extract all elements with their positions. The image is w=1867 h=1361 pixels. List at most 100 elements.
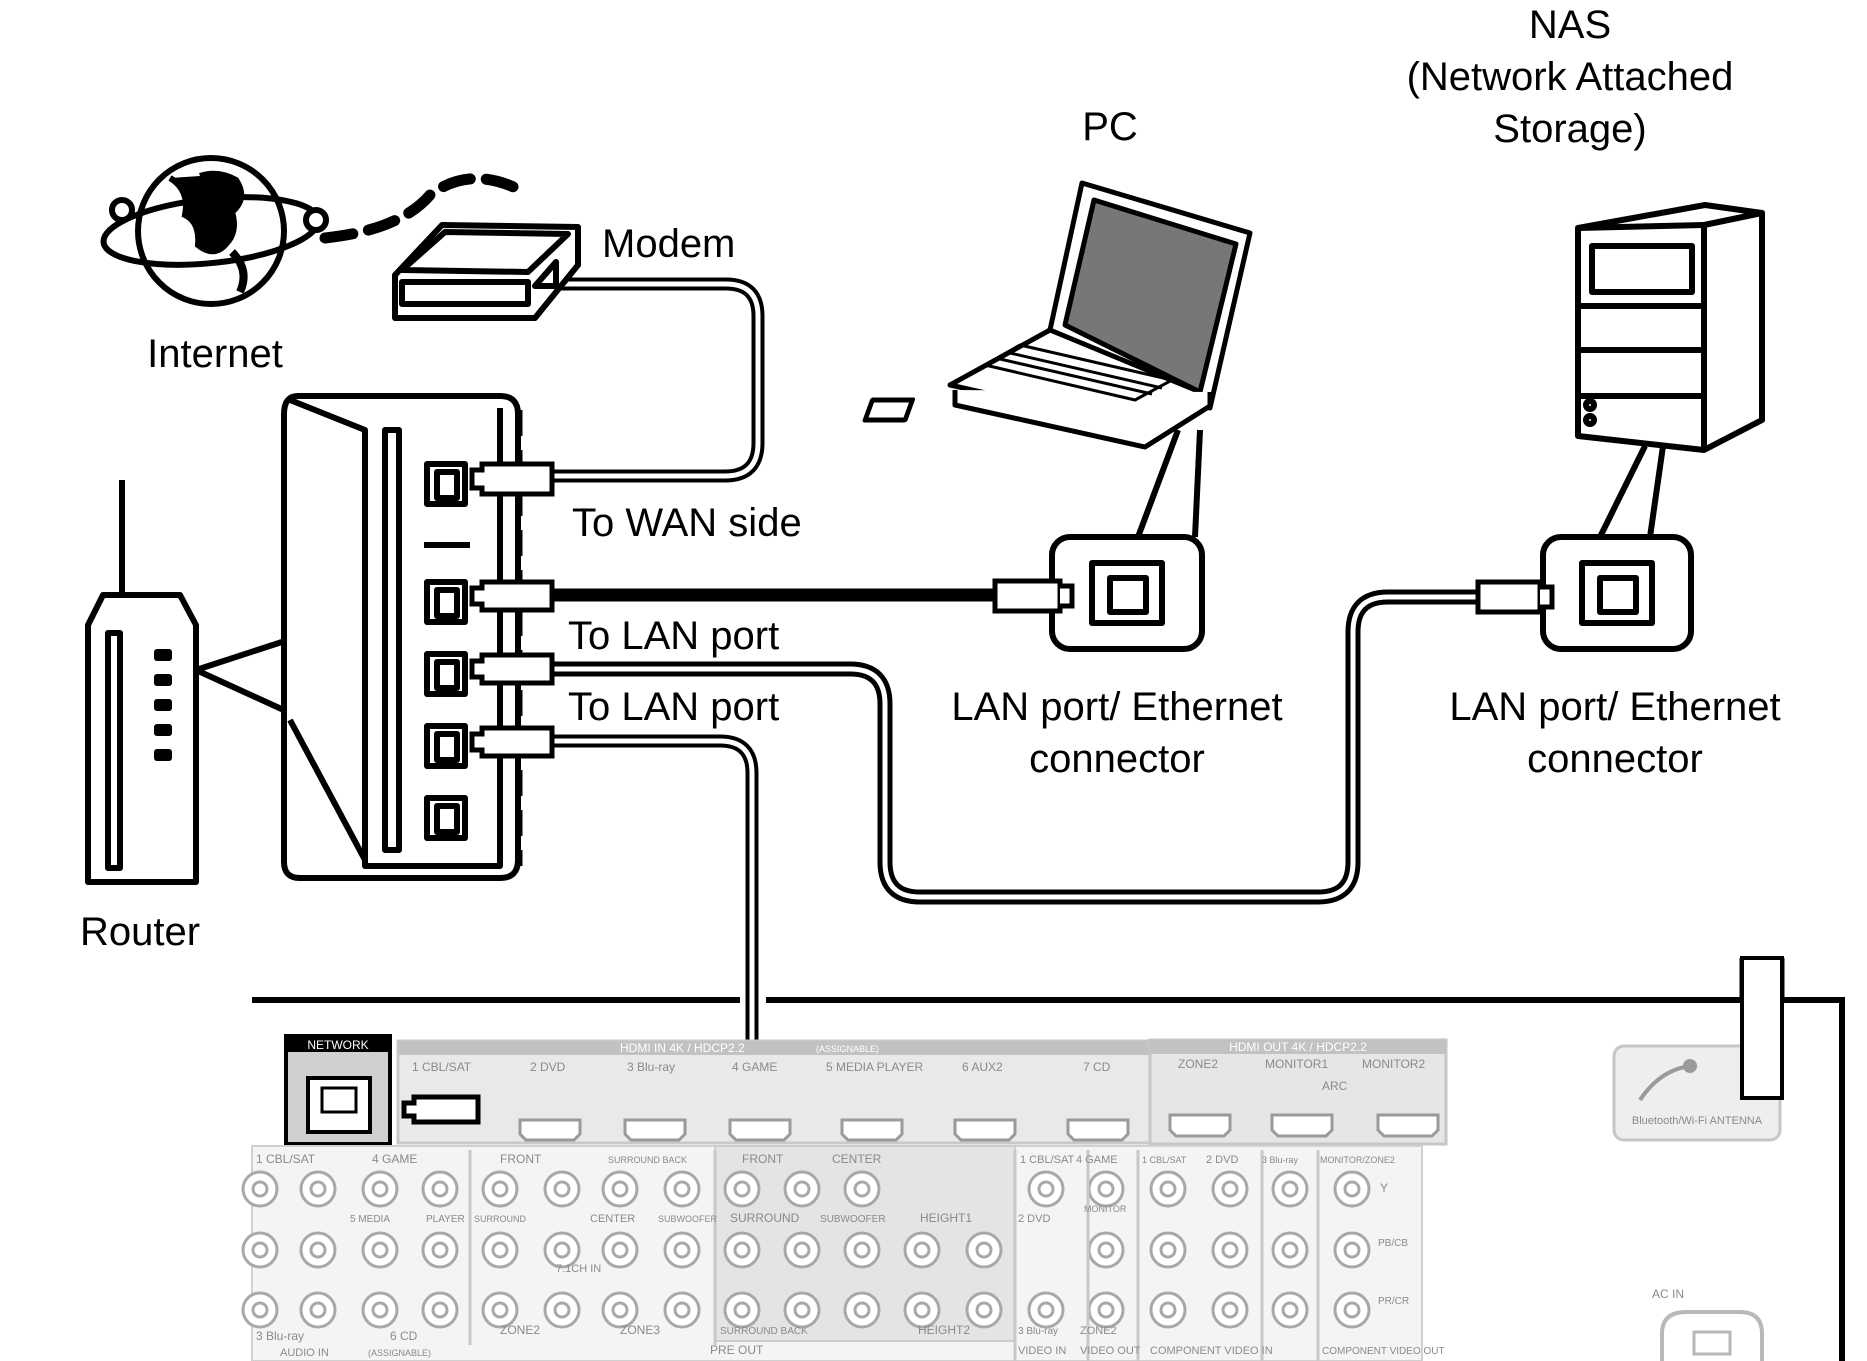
hdmi-out-block: HDMI OUT 4K / HDCP2.2 ZONE2 MONITOR1 MON… bbox=[1148, 1038, 1448, 1146]
hdmi-input-labels: 1 CBL/SAT 2 DVD 3 Blu-ray 4 GAME 5 MEDIA… bbox=[412, 1060, 1111, 1074]
bt-wifi-antenna: Bluetooth/Wi-Fi ANTENNA bbox=[1612, 956, 1784, 1142]
modem-label: Modem bbox=[602, 222, 735, 266]
pre-out-label: ZONE2 bbox=[500, 1323, 540, 1337]
panel-small-labels: 1 CBL/SAT 4 GAME 5 MEDIA PLAYER 3 Blu-ra… bbox=[256, 1152, 1445, 1359]
nas-icon bbox=[1575, 202, 1765, 453]
pre-out-label: FRONT bbox=[742, 1152, 784, 1166]
hdmi-in-title: HDMI IN 4K / HDCP2.2 bbox=[620, 1041, 745, 1055]
pc-label: PC bbox=[1082, 105, 1138, 149]
rca-row-3 bbox=[241, 1291, 1371, 1329]
nas-label-line3: Storage) bbox=[1493, 107, 1646, 151]
rca-jacks bbox=[241, 1170, 1371, 1329]
hdmi-input-label: 1 CBL/SAT bbox=[412, 1060, 472, 1074]
pc-port-label-line2: connector bbox=[1029, 737, 1205, 781]
pre-out-label: FRONT bbox=[500, 1152, 542, 1166]
hdmi-out-title: HDMI OUT 4K / HDCP2.2 bbox=[1229, 1040, 1367, 1054]
rca-row-1 bbox=[241, 1170, 1371, 1208]
hdmi-input-label: 2 DVD bbox=[530, 1060, 566, 1074]
pre-out-label: CENTER bbox=[832, 1152, 882, 1166]
nas-port-callout bbox=[1540, 444, 1694, 652]
diagram-labels: NAS (Network Attached Storage) PC Modem … bbox=[80, 3, 1781, 954]
antenna-label: Bluetooth/Wi-Fi ANTENNA bbox=[1632, 1115, 1763, 1127]
router-lan-port-2 bbox=[424, 651, 468, 697]
audio-label: 4 GAME bbox=[372, 1152, 417, 1166]
pre-out-label: HEIGHT2 bbox=[918, 1323, 970, 1337]
ac-in: AC IN bbox=[1652, 1287, 1764, 1361]
monitor-zone2-label: MONITOR/ZONE2 bbox=[1320, 1155, 1395, 1165]
pc-port-label-line1: LAN port/ Ethernet bbox=[951, 685, 1282, 729]
component-label: 2 DVD bbox=[1206, 1154, 1238, 1166]
video-in-title: VIDEO IN bbox=[1018, 1345, 1066, 1357]
hdmi-input-label: 7 CD bbox=[1083, 1060, 1111, 1074]
nas-port-label-line1: LAN port/ Ethernet bbox=[1449, 685, 1780, 729]
pre-out-label: HEIGHT1 bbox=[920, 1211, 972, 1225]
pre-out-label: SUBWOOFER bbox=[820, 1214, 886, 1225]
video-label: 2 DVD bbox=[1018, 1213, 1050, 1225]
hdmi-input-ports bbox=[518, 1118, 1130, 1142]
component-label: 1 CBL/SAT bbox=[1142, 1155, 1187, 1165]
router-wan-port bbox=[424, 461, 468, 507]
hdmi-input-label: 4 GAME bbox=[732, 1060, 777, 1074]
internet-label: Internet bbox=[147, 332, 283, 376]
pc-port-callout bbox=[1049, 428, 1205, 652]
component-video-out-title: COMPONENT VIDEO OUT bbox=[1322, 1346, 1445, 1357]
pre-out-title: PRE OUT bbox=[710, 1343, 764, 1357]
pre-out-label: CENTER bbox=[590, 1213, 635, 1225]
rj45-plug-nas bbox=[1475, 579, 1555, 615]
video-out-title: VIDEO OUT bbox=[1080, 1345, 1141, 1357]
pre-out-label: ZONE3 bbox=[620, 1323, 660, 1337]
pre-out-label: SURROUND bbox=[474, 1214, 527, 1224]
audio-label: PLAYER bbox=[426, 1214, 465, 1225]
component-out-label: Y bbox=[1380, 1181, 1388, 1195]
audio-label: 5 MEDIA bbox=[350, 1214, 390, 1225]
laptop-icon bbox=[862, 180, 1253, 450]
router-label: Router bbox=[80, 910, 200, 954]
internet-link-dashed bbox=[319, 173, 526, 244]
wan-cable bbox=[513, 277, 765, 483]
receiver-network-port: NETWORK bbox=[284, 1034, 392, 1146]
network-label: NETWORK bbox=[307, 1038, 368, 1052]
pre-out-label: SUBWOOFER bbox=[658, 1214, 718, 1224]
nas-port-label-line2: connector bbox=[1527, 737, 1703, 781]
component-out-label: PR/CR bbox=[1378, 1296, 1409, 1307]
nas-label-line2: (Network Attached bbox=[1407, 55, 1734, 99]
video-label: 1 CBL/SAT bbox=[1020, 1154, 1074, 1166]
zone2-label: ZONE2 bbox=[1080, 1325, 1117, 1337]
nas-label-line1: NAS bbox=[1529, 3, 1611, 47]
to-lan-label-1: To LAN port bbox=[568, 614, 779, 658]
hdmi-input-label: 6 AUX2 bbox=[962, 1060, 1003, 1074]
71ch-in-label: 7.1CH IN bbox=[556, 1263, 601, 1275]
router-port-callout bbox=[281, 393, 523, 881]
keyboard-icon bbox=[983, 343, 1174, 402]
rj45-plug-pc bbox=[992, 578, 1075, 614]
modem-icon bbox=[392, 222, 581, 321]
audio-in-assignable: (ASSIGNABLE) bbox=[368, 1348, 431, 1358]
cables bbox=[319, 173, 1486, 1117]
video-label: 3 Blu-ray bbox=[1018, 1326, 1058, 1337]
router-lan-port-1 bbox=[424, 579, 468, 625]
pre-out-label: SURROUND bbox=[730, 1211, 800, 1225]
component-label: 3 Blu-ray bbox=[1262, 1155, 1299, 1165]
router-lan-port-4 bbox=[424, 795, 468, 841]
arc-label: ARC bbox=[1322, 1079, 1348, 1093]
pre-out-label: SURROUND BACK bbox=[608, 1155, 687, 1165]
to-lan-label-2: To LAN port bbox=[568, 685, 779, 729]
pre-out-label: SURROUND BACK bbox=[720, 1326, 808, 1337]
hdmi-output-label: ZONE2 bbox=[1178, 1057, 1218, 1071]
rj45-plug-receiver bbox=[401, 1094, 481, 1125]
to-wan-label: To WAN side bbox=[572, 501, 802, 545]
audio-in-title: AUDIO IN bbox=[280, 1347, 329, 1359]
monitor-label: MONITOR bbox=[1084, 1204, 1127, 1214]
audio-label: 6 CD bbox=[390, 1329, 418, 1343]
hdmi-output-label: MONITOR2 bbox=[1362, 1057, 1425, 1071]
hdmi-output-label: MONITOR1 bbox=[1265, 1057, 1328, 1071]
router-icon bbox=[85, 480, 291, 885]
hdmi-input-label: 5 MEDIA PLAYER bbox=[826, 1060, 923, 1074]
rj45-plugs-router bbox=[469, 461, 555, 759]
receiver-rear-panel: HDMI IN 4K / HDCP2.2 (ASSIGNABLE) 1 CBL/… bbox=[241, 956, 1845, 1361]
ac-in-label: AC IN bbox=[1652, 1287, 1684, 1301]
router-lan-port-3 bbox=[424, 723, 468, 769]
hdmi-input-label: 3 Blu-ray bbox=[627, 1060, 675, 1074]
hdmi-in-assignable: (ASSIGNABLE) bbox=[816, 1044, 879, 1054]
